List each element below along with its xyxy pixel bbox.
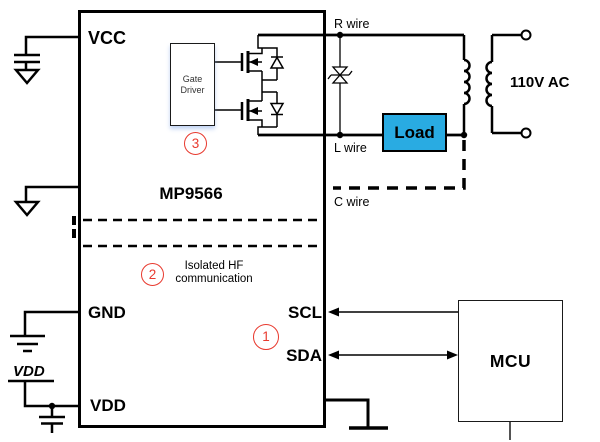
chip-outline	[78, 10, 326, 428]
callout-1: 1	[253, 324, 279, 350]
ac-source-label: 110V AC	[510, 74, 570, 91]
mosfet-arrow-icon	[249, 107, 258, 115]
chassis-ground-icon	[13, 200, 41, 217]
isolation-note: Isolated HF communication	[150, 260, 278, 286]
sda-arrow	[328, 350, 458, 360]
ground-wire	[326, 398, 370, 427]
isolation-note-line1: Isolated HF	[184, 260, 244, 272]
vcc-decoupling-network	[13, 35, 78, 85]
gate-driver-label-line2: Driver	[180, 84, 205, 95]
pin-label-scl: SCL	[288, 303, 322, 322]
callout-2-number: 2	[148, 266, 157, 282]
junction-dot	[48, 402, 56, 410]
body-diode-up-icon	[269, 55, 285, 80]
gate-driver-label-line1: Gate	[182, 73, 203, 84]
ground-wire	[24, 185, 78, 202]
vcc-wire	[24, 35, 78, 55]
gate-driver-box: Gate Driver	[170, 43, 215, 126]
mosfet-pair-icon	[215, 35, 285, 135]
earth-ground-icon	[10, 334, 45, 353]
isolation-barrier	[72, 216, 322, 248]
mid-ground-network	[13, 185, 78, 217]
callout-2: 2	[141, 263, 164, 286]
chip-title: MP9566	[159, 184, 223, 203]
chip-ground-network	[326, 398, 388, 430]
chassis-ground-icon	[13, 68, 41, 85]
capacitor-icon	[39, 406, 65, 433]
secondary-winding	[485, 60, 493, 108]
c-wire-label: C wire	[334, 195, 370, 209]
isolation-note-line2: communication	[175, 273, 253, 285]
scl-arrow	[328, 307, 458, 317]
l-wire-label: L wire	[334, 141, 367, 155]
vdd-rail-label: VDD	[13, 363, 45, 380]
callout-3: 3	[184, 132, 207, 155]
junction-dot	[336, 131, 344, 139]
load-box: Load	[382, 113, 447, 152]
ac-terminal-top-icon	[520, 29, 532, 41]
primary-winding	[463, 58, 471, 106]
mcu-box: MCU	[458, 300, 563, 422]
ac-terminal-bottom-icon	[520, 127, 532, 139]
transformer-icon	[462, 33, 521, 135]
callout-3-number: 3	[191, 135, 200, 151]
pin-label-vcc: VCC	[88, 28, 127, 48]
gnd-wire	[23, 310, 78, 336]
junction-dot	[336, 31, 344, 39]
pin-label-vdd: VDD	[90, 396, 126, 415]
body-diode-down-icon	[269, 92, 285, 127]
capacitor-icon	[14, 53, 40, 70]
vdd-wire	[23, 381, 78, 408]
pin-label-sda: SDA	[286, 346, 322, 365]
callout-1-number: 1	[262, 329, 270, 345]
r-wire-label: R wire	[334, 17, 370, 31]
pin-label-gnd: GND	[88, 303, 126, 322]
mosfet-arrow-icon	[249, 58, 258, 66]
gnd-pin-network	[10, 310, 78, 353]
c-wire-dashed-line	[333, 140, 466, 190]
vdd-pin-network	[8, 379, 78, 433]
tvs-diode-icon	[327, 38, 353, 132]
load-label: Load	[394, 122, 435, 142]
mcu-label: MCU	[489, 350, 532, 371]
